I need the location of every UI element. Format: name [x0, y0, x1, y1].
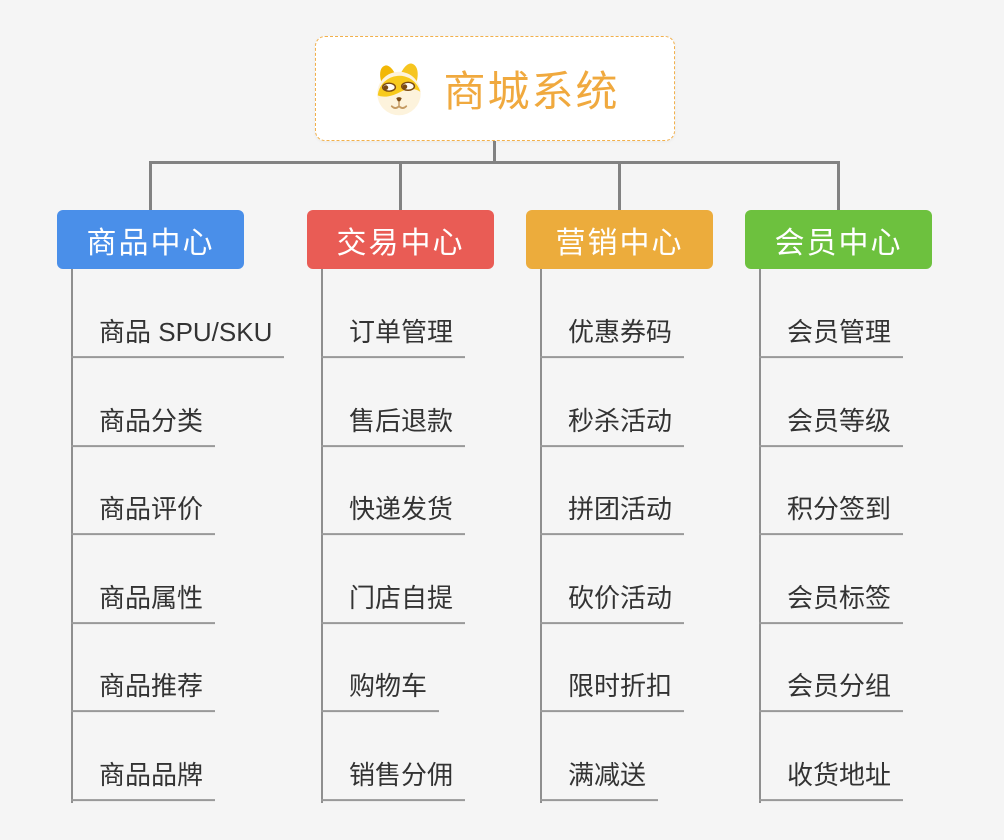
connector-stub-marketing [618, 161, 621, 210]
branch-label: 营销中心 [555, 226, 684, 260]
branch-node-product-center[interactable]: 商品中心 [57, 210, 244, 269]
root-title: 商城系统 [443, 68, 620, 115]
child-node[interactable]: 会员标签 [759, 583, 904, 624]
child-node[interactable]: 砍价活动 [540, 583, 685, 624]
child-node[interactable]: 拼团活动 [540, 494, 685, 535]
doge-icon [377, 63, 422, 115]
branch-label: 交易中心 [336, 226, 465, 260]
connector-horizontal [149, 161, 840, 164]
child-node[interactable]: 会员分组 [759, 671, 904, 712]
branch-label: 会员中心 [774, 226, 903, 260]
connector-root-stub [493, 141, 496, 162]
child-node[interactable]: 售后退款 [321, 406, 466, 447]
child-node[interactable]: 快递发货 [321, 494, 466, 535]
branch-trunk-marketing [540, 269, 542, 803]
child-node[interactable]: 满减送 [540, 760, 659, 801]
child-node[interactable]: 秒杀活动 [540, 406, 685, 447]
child-node[interactable]: 销售分佣 [321, 760, 466, 801]
child-node[interactable]: 会员等级 [759, 406, 904, 447]
connector-stub-product [149, 161, 152, 210]
branch-trunk-trade [321, 269, 323, 803]
branch-label: 商品中心 [86, 226, 215, 260]
child-node[interactable]: 优惠券码 [540, 317, 685, 358]
child-node[interactable]: 商品属性 [71, 583, 216, 624]
branch-trunk-product [71, 269, 73, 803]
branch-node-member-center[interactable]: 会员中心 [745, 210, 932, 269]
branch-trunk-member [759, 269, 761, 803]
branch-node-trade-center[interactable]: 交易中心 [307, 210, 494, 269]
child-node[interactable]: 会员管理 [759, 317, 904, 358]
connector-stub-member [837, 161, 840, 210]
branch-node-marketing-center[interactable]: 营销中心 [526, 210, 713, 269]
child-node[interactable]: 购物车 [321, 671, 440, 712]
child-node[interactable]: 限时折扣 [540, 671, 685, 712]
connector-stub-trade [399, 161, 402, 210]
child-node[interactable]: 收货地址 [759, 760, 904, 801]
child-node[interactable]: 商品评价 [71, 494, 216, 535]
root-node[interactable]: 商城系统 [315, 36, 675, 141]
child-node[interactable]: 订单管理 [321, 317, 466, 358]
child-node[interactable]: 积分签到 [759, 494, 904, 535]
child-node[interactable]: 商品品牌 [71, 760, 216, 801]
child-node[interactable]: 商品分类 [71, 406, 216, 447]
child-node[interactable]: 商品 SPU/SKU [71, 317, 285, 358]
child-node[interactable]: 门店自提 [321, 583, 466, 624]
child-node[interactable]: 商品推荐 [71, 671, 216, 712]
